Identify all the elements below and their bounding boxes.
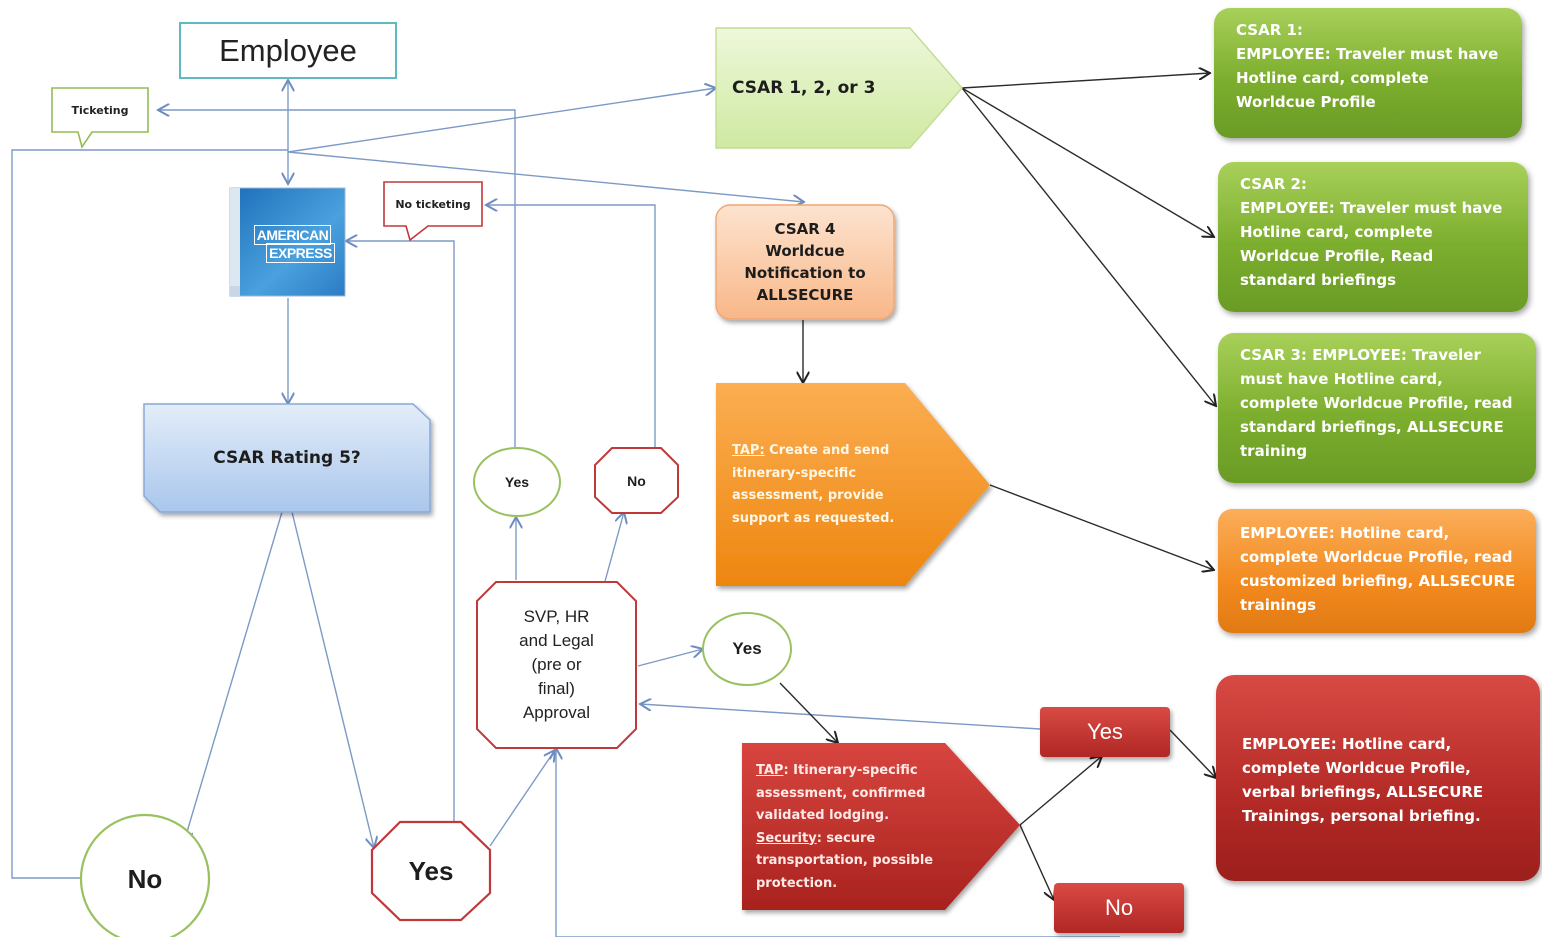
csar-123-shape [715, 27, 963, 149]
yes-circle [702, 612, 792, 686]
connector-yes-amex [346, 241, 455, 826]
connector-yescircle-tapred [779, 682, 838, 743]
yes-circle-label: Yes [732, 639, 762, 658]
connector-hub-csar4 [287, 151, 804, 202]
connector-tapred-yes [1019, 756, 1102, 826]
amex-logo [229, 187, 346, 297]
yes-small-circle [473, 447, 561, 517]
connector-redyes-approval [640, 704, 1041, 730]
tap-orange-tap: TAP: [732, 443, 765, 458]
connector-csar-no [184, 511, 283, 842]
no-ticketing-label: No ticketing [395, 197, 471, 211]
tap-red-text2: : secure transportation, possible protec… [756, 830, 934, 891]
tap-red-tap: TAP [756, 763, 784, 778]
connector-yes-approval [489, 750, 555, 847]
approval-label: SVP, HR and Legal (pre or final) Approva… [519, 607, 594, 722]
no-small-octagon [594, 447, 679, 514]
tap-orange-text: Create and send itinerary-specific asses… [732, 443, 895, 526]
csar-1-box: CSAR 1: EMPLOYEE: Traveler must have Hot… [1214, 8, 1522, 138]
connector-bottom-loop [556, 748, 1120, 937]
connector-no-loop [11, 149, 288, 879]
tap-red-label: TAP: Itinerary-specific assessment, conf… [756, 760, 956, 896]
connector-yes-redbox [1169, 729, 1216, 778]
connector-csar123-green2 [961, 87, 1214, 237]
employee-label: Employee [219, 32, 357, 68]
connector-csar123-green3 [961, 87, 1216, 406]
employee-orange-box: EMPLOYEE: Hotline card, complete Worldcu… [1218, 509, 1536, 633]
tap-orange-shape [716, 383, 990, 586]
csar-2-box: CSAR 2: EMPLOYEE: Traveler must have Hot… [1218, 162, 1528, 312]
no-ticketing-callout [383, 181, 483, 242]
connector-csar-yes [291, 511, 374, 848]
blue-connectors [11, 80, 1120, 937]
connector-approval-yes-circle [637, 649, 703, 667]
ticketing-callout [51, 87, 149, 149]
amex-text: AMERICAN EXPRESS [253, 225, 335, 263]
no-small-label: No [627, 472, 646, 489]
no-big-circle [79, 813, 211, 937]
approval-octagon [476, 581, 637, 749]
csar-4-shape [715, 204, 895, 320]
yes-oct-label: Yes [408, 855, 454, 886]
connector-approval-no-small [603, 512, 624, 586]
no-big-label: No [127, 863, 163, 894]
csar-4-label: CSAR 4 Worldcue Notification to ALLSECUR… [744, 220, 866, 304]
connector-tapred-no [1019, 824, 1054, 900]
connector-csar123-green1 [961, 73, 1210, 89]
connector-tap-orange [989, 484, 1214, 570]
employee-box [179, 22, 397, 79]
connector-yes-small-ticketing [158, 110, 516, 447]
tap-red-security: Security [756, 830, 817, 846]
dark-connectors [779, 73, 1216, 900]
csar-3-box: CSAR 3: EMPLOYEE: Traveler must have Hot… [1218, 333, 1536, 483]
csar-rating-shape [143, 403, 431, 513]
connector-no-small-noticketing [486, 205, 656, 447]
tap-orange-label: TAP: Create and send itinerary-specific … [732, 440, 922, 536]
ticketing-label: Ticketing [71, 103, 129, 117]
csar-123-label: CSAR 1, 2, or 3 [732, 78, 876, 98]
tap-red-text1: : Itinerary-specific assessment, confirm… [756, 763, 926, 823]
employee-red-box: EMPLOYEE: Hotline card, complete Worldcu… [1216, 675, 1540, 881]
csar-rating-label: CSAR Rating 5? [213, 448, 361, 468]
red-no-box: No [1054, 883, 1184, 933]
red-yes-box: Yes [1040, 707, 1170, 757]
connector-hub-csar123 [287, 88, 716, 153]
yes-small-label: Yes [504, 474, 530, 490]
tap-red-shape [742, 743, 1020, 910]
yes-big-octagon [370, 820, 492, 922]
